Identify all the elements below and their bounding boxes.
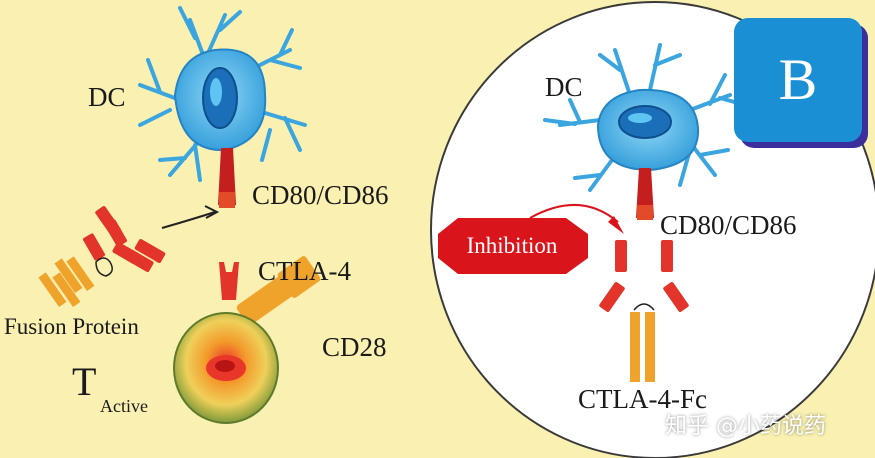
cd80-label-right: CD80/CD86	[660, 210, 797, 240]
cd80-tip-left	[219, 192, 235, 208]
t-cell	[173, 256, 321, 424]
cd80-receptor-left	[218, 148, 236, 205]
t-cell-subscript: Active	[100, 396, 148, 416]
cd80-tip-right	[637, 205, 653, 220]
cd80-label-left: CD80/CD86	[252, 180, 389, 210]
dendritic-cell-left	[138, 6, 307, 182]
dc-label-right: DC	[545, 72, 583, 102]
dendritic-cell-right	[543, 43, 747, 192]
ctla4-fc-label: CTLA-4-Fc	[578, 384, 707, 414]
inhibition-arrow	[529, 203, 619, 223]
t-cell-label: T	[72, 359, 97, 404]
binding-arrowhead	[204, 205, 220, 219]
inhibition-label: Inhibition	[466, 233, 558, 258]
dc-label-left: DC	[88, 82, 126, 112]
inhibition-badge-shape	[438, 218, 588, 274]
ctla4-fc-molecule	[599, 240, 689, 382]
fusion-protein-label: Fusion Protein	[4, 314, 139, 339]
binding-arrow	[161, 211, 216, 229]
cd28-label: CD28	[322, 332, 387, 362]
inhibition-arrowhead	[608, 216, 624, 234]
ctla4-label: CTLA-4	[258, 256, 351, 286]
fusion-protein-left	[38, 206, 166, 308]
panel-b-badge: B	[734, 18, 862, 142]
watermark: 知乎 @小药说药	[665, 414, 826, 439]
